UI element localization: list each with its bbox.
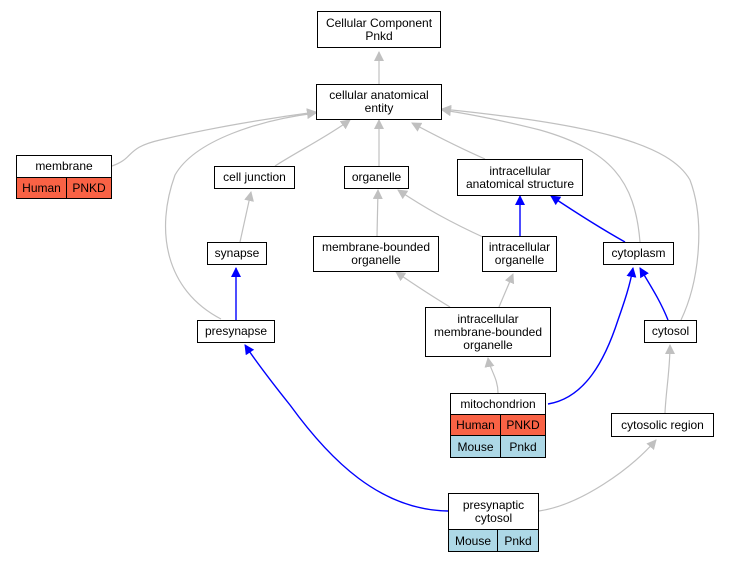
edge-presynapse-cae xyxy=(164,109,317,320)
node-mitochondrion[interactable]: mitochondrion xyxy=(450,393,546,415)
node-intracellular-organelle[interactable]: intracellular organelle xyxy=(482,236,557,272)
mito-human-species-tag: Human xyxy=(450,414,501,436)
node-cellular-anatomical-entity[interactable]: cellular anatomical entity xyxy=(316,84,442,120)
edge-celljunction-cae xyxy=(274,119,351,167)
node-membrane-bounded-organelle[interactable]: membrane-bounded organelle xyxy=(313,236,439,272)
psc-mouse-gene-tag: Pnkd xyxy=(497,529,539,552)
edge-io-organelle xyxy=(397,189,486,239)
edge-cytosol-cae xyxy=(441,104,700,321)
edge-cytoplasm-cae xyxy=(441,106,641,243)
edge-psc-cytosolicregion xyxy=(538,439,657,512)
edge-synapse-celljunction xyxy=(239,191,254,243)
node-presynapse[interactable]: presynapse xyxy=(197,320,275,343)
edge-cytoplasm-ias xyxy=(550,195,626,243)
node-cell-junction[interactable]: cell junction xyxy=(214,166,295,189)
edge-cytosol-cytoplasm xyxy=(639,267,669,321)
node-membrane[interactable]: membrane xyxy=(16,155,112,178)
node-intracellular-membrane-bounded-organelle[interactable]: intracellular membrane-bounded organelle xyxy=(425,307,551,357)
mito-human-gene-tag: PNKD xyxy=(500,414,546,436)
edge-ias-cae xyxy=(411,122,486,160)
edge-mito-imbo xyxy=(484,357,499,394)
edge-psc-presynapse xyxy=(244,344,449,512)
edge-imbo-mbo xyxy=(395,271,451,308)
edge-membrane-cae xyxy=(111,108,317,167)
node-cytoplasm[interactable]: cytoplasm xyxy=(603,242,674,265)
node-cellular-component-pnkd[interactable]: Cellular Component Pnkd xyxy=(317,11,441,48)
node-organelle[interactable]: organelle xyxy=(344,166,409,189)
mito-mouse-gene-tag: Pnkd xyxy=(500,435,546,458)
node-intracellular-anatomical-structure[interactable]: intracellular anatomical structure xyxy=(457,159,583,196)
psc-mouse-species-tag: Mouse xyxy=(448,529,498,552)
edge-cytosolicregion-cytosol xyxy=(664,344,675,414)
node-synapse[interactable]: synapse xyxy=(207,242,267,265)
edge-mito-cytoplasm xyxy=(547,267,637,405)
edge-mbo-organelle xyxy=(372,189,383,237)
membrane-human-species-tag: Human xyxy=(16,177,67,199)
edge-imbo-io xyxy=(498,273,515,308)
membrane-human-gene-tag: PNKD xyxy=(66,177,112,199)
node-presynaptic-cytosol[interactable]: presynaptic cytosol xyxy=(448,493,539,530)
node-cytosol[interactable]: cytosol xyxy=(644,320,697,343)
node-cytosolic-region[interactable]: cytosolic region xyxy=(611,413,714,437)
mito-mouse-species-tag: Mouse xyxy=(450,435,501,458)
